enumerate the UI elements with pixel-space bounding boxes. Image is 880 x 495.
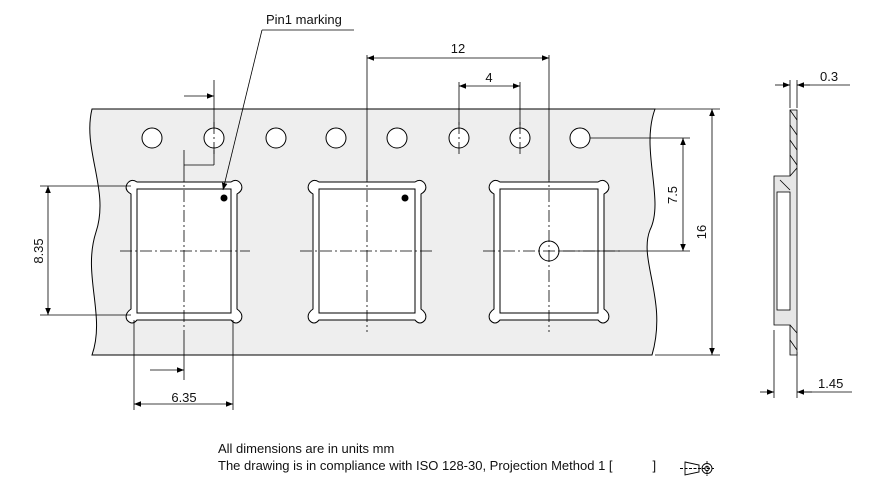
pin1-leader [221,29,354,191]
pin1-label: Pin1 marking [266,12,342,27]
extension-lines [40,55,720,410]
center-lines [120,122,620,332]
pin1-dot [401,194,409,202]
dim-pitch: 12 [451,41,465,56]
pin1-dot [220,194,228,202]
sprocket-hole [265,127,287,149]
projection-symbol-icon [680,461,714,476]
dim-thickness: 0.3 [820,69,838,84]
units-note: All dimensions are in units mm [218,441,395,456]
dim-pocket-height: 8.35 [31,238,46,263]
compliance-bracket-end: ] [652,458,657,473]
compliance-text: The drawing is in compliance with ISO 12… [218,458,613,473]
dim-hole-offset: 7.5 [665,186,680,204]
sprocket-holes [141,127,591,149]
sprocket-hole [569,127,591,149]
sprocket-hole [386,127,408,149]
dim-pocket-width: 6.35 [171,390,196,405]
dimension-lines [45,55,852,407]
compliance-note: The drawing is in compliance with ISO 12… [218,458,656,473]
sprocket-hole [141,127,163,149]
dim-depth: 1.45 [818,376,843,391]
dim-hole-pitch: 4 [485,70,492,85]
side-profile [773,80,798,398]
dim-tape-width: 16 [694,225,709,239]
sprocket-hole [325,127,347,149]
